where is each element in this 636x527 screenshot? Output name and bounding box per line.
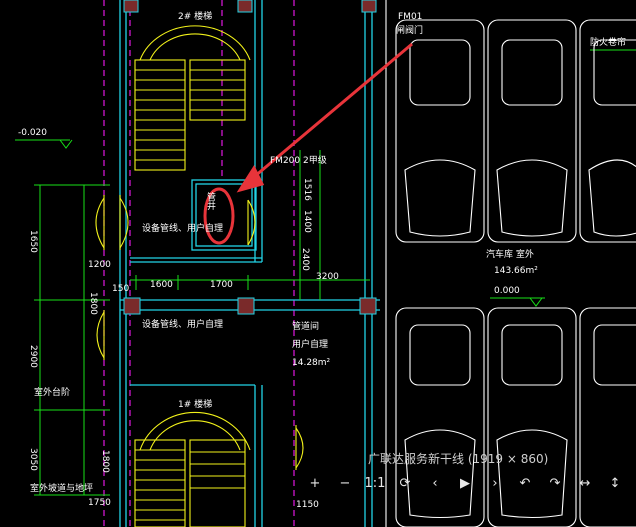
room-name-label: 管道间: [292, 322, 320, 332]
parking-area-label: 143.66m²: [494, 266, 538, 276]
equipment-note-mid: 设备管线、用户自理: [142, 320, 224, 330]
columns: [123, 0, 377, 315]
viewer-toolbar: + − 1:1 ⟳ ‹ ▶ › ↶ ↷ ↔ ↕: [300, 468, 636, 498]
rotate-right-button[interactable]: ↷: [549, 475, 561, 491]
right-note-label: 防火卷帘: [590, 38, 627, 48]
reset-button[interactable]: ⟳: [399, 475, 411, 491]
dimension-3050: 3050: [28, 448, 38, 471]
dimension-lines: [15, 49, 636, 496]
stair-top: [134, 25, 251, 171]
dimension-3200: 3200: [316, 272, 339, 282]
parking-spaces: [385, 0, 636, 527]
mark-1400: 1400: [302, 210, 312, 233]
stair-bottom: [134, 411, 251, 527]
dimension-1750: 1750: [88, 498, 111, 508]
stair-top-label: 2# 楼梯: [178, 12, 213, 22]
zoom-in-button[interactable]: +: [309, 475, 321, 491]
axis-lines: [103, 0, 295, 527]
side-note-b: 室外坡道与地坪: [30, 484, 94, 494]
dimension-1150: 1150: [296, 500, 319, 510]
dimension-2900: 2900: [28, 345, 38, 368]
dimension-1800: 1800: [88, 292, 98, 315]
play-button[interactable]: ▶: [460, 475, 470, 491]
stair-bottom-label: 1# 楼梯: [178, 400, 213, 410]
annotation-arrow: [203, 42, 413, 245]
elevation-left-label: -0.020: [18, 128, 48, 138]
door-note-label: FM200 2甲级: [270, 156, 327, 166]
dimension-1200: 1200: [88, 260, 111, 270]
flip-horizontal-button[interactable]: ↔: [579, 475, 591, 491]
top-note-label: FM01: [398, 12, 423, 22]
rotate-left-button[interactable]: ↶: [519, 475, 531, 491]
image-caption: 广联达服务新干线 (1919 × 860): [368, 452, 549, 466]
pipe-well-label: 管井: [205, 192, 215, 210]
flip-vertical-button[interactable]: ↕: [609, 475, 621, 491]
next-button[interactable]: ›: [492, 475, 498, 491]
parking-name-label: 汽车库 室外: [486, 250, 534, 260]
elevation-right-label: 0.000: [494, 286, 520, 296]
room-area-label: 14.28m²: [292, 358, 331, 368]
prev-button[interactable]: ‹: [432, 475, 438, 491]
top-note-label-2: 闸阀门: [396, 26, 424, 36]
actual-size-button[interactable]: 1:1: [364, 475, 386, 491]
side-note-a: 室外台阶: [34, 388, 71, 398]
dimension-1700: 1700: [210, 280, 233, 290]
zoom-out-button[interactable]: −: [339, 475, 351, 491]
mark-1516: 1516: [302, 178, 312, 201]
mark-1800: 1800: [100, 450, 110, 473]
dimension-2400: 2400: [300, 248, 310, 271]
equipment-note-top: 设备管线、用户自理: [142, 224, 224, 234]
dimension-1650: 1650: [28, 230, 38, 253]
room-sub-label: 用户自理: [292, 340, 329, 350]
dimension-150: 150: [112, 284, 130, 294]
doors: [95, 195, 304, 470]
walls: [119, 0, 380, 527]
dimension-1600: 1600: [150, 280, 173, 290]
